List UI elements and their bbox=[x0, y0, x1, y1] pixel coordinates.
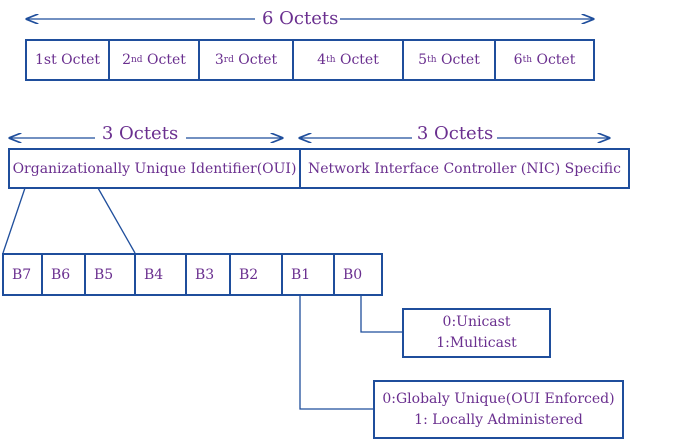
bit-cell-b2: B2 bbox=[231, 253, 283, 296]
b0-connector bbox=[360, 296, 403, 333]
oui-span-label: 3 Octets bbox=[101, 123, 179, 144]
nic-span-label: 3 Octets bbox=[416, 123, 494, 144]
bit-cell-b5: B5 bbox=[86, 253, 136, 296]
bits-row: B7 B6 B5 B4 B3 B2 B1 B0 bbox=[2, 253, 383, 296]
oui-expand-line-right bbox=[97, 187, 136, 254]
bit-cell-b1: B1 bbox=[283, 253, 335, 296]
oui-box: Organizationally Unique Identifier(OUI) bbox=[8, 148, 301, 189]
b0-meaning-box: 0:Unicast 1:Multicast bbox=[402, 308, 551, 358]
b1-meaning-line2: 1: Locally Administered bbox=[414, 411, 583, 428]
b1-meaning-line1: 0:Globaly Unique(OUI Enforced) bbox=[382, 390, 615, 407]
oui-nic-row: Organizationally Unique Identifier(OUI) … bbox=[8, 148, 630, 189]
bit-cell-b6: B6 bbox=[43, 253, 86, 296]
top-span-label: 6 Octets bbox=[262, 8, 339, 29]
b0-meaning-line2: 1:Multicast bbox=[436, 335, 517, 351]
bit-cell-b0: B0 bbox=[335, 253, 383, 296]
b1-meaning-box: 0:Globaly Unique(OUI Enforced) 1: Locall… bbox=[373, 380, 624, 439]
b1-connector bbox=[299, 296, 374, 410]
bit-cell-b7: B7 bbox=[2, 253, 43, 296]
b0-meaning-line1: 0:Unicast bbox=[442, 314, 511, 330]
nic-box: Network Interface Controller (NIC) Speci… bbox=[301, 148, 630, 189]
bit-cell-b3: B3 bbox=[187, 253, 231, 296]
octet-cell-1: 1st Octet bbox=[25, 39, 110, 81]
bit-cell-b4: B4 bbox=[136, 253, 187, 296]
oui-expand-line-left bbox=[2, 187, 26, 254]
